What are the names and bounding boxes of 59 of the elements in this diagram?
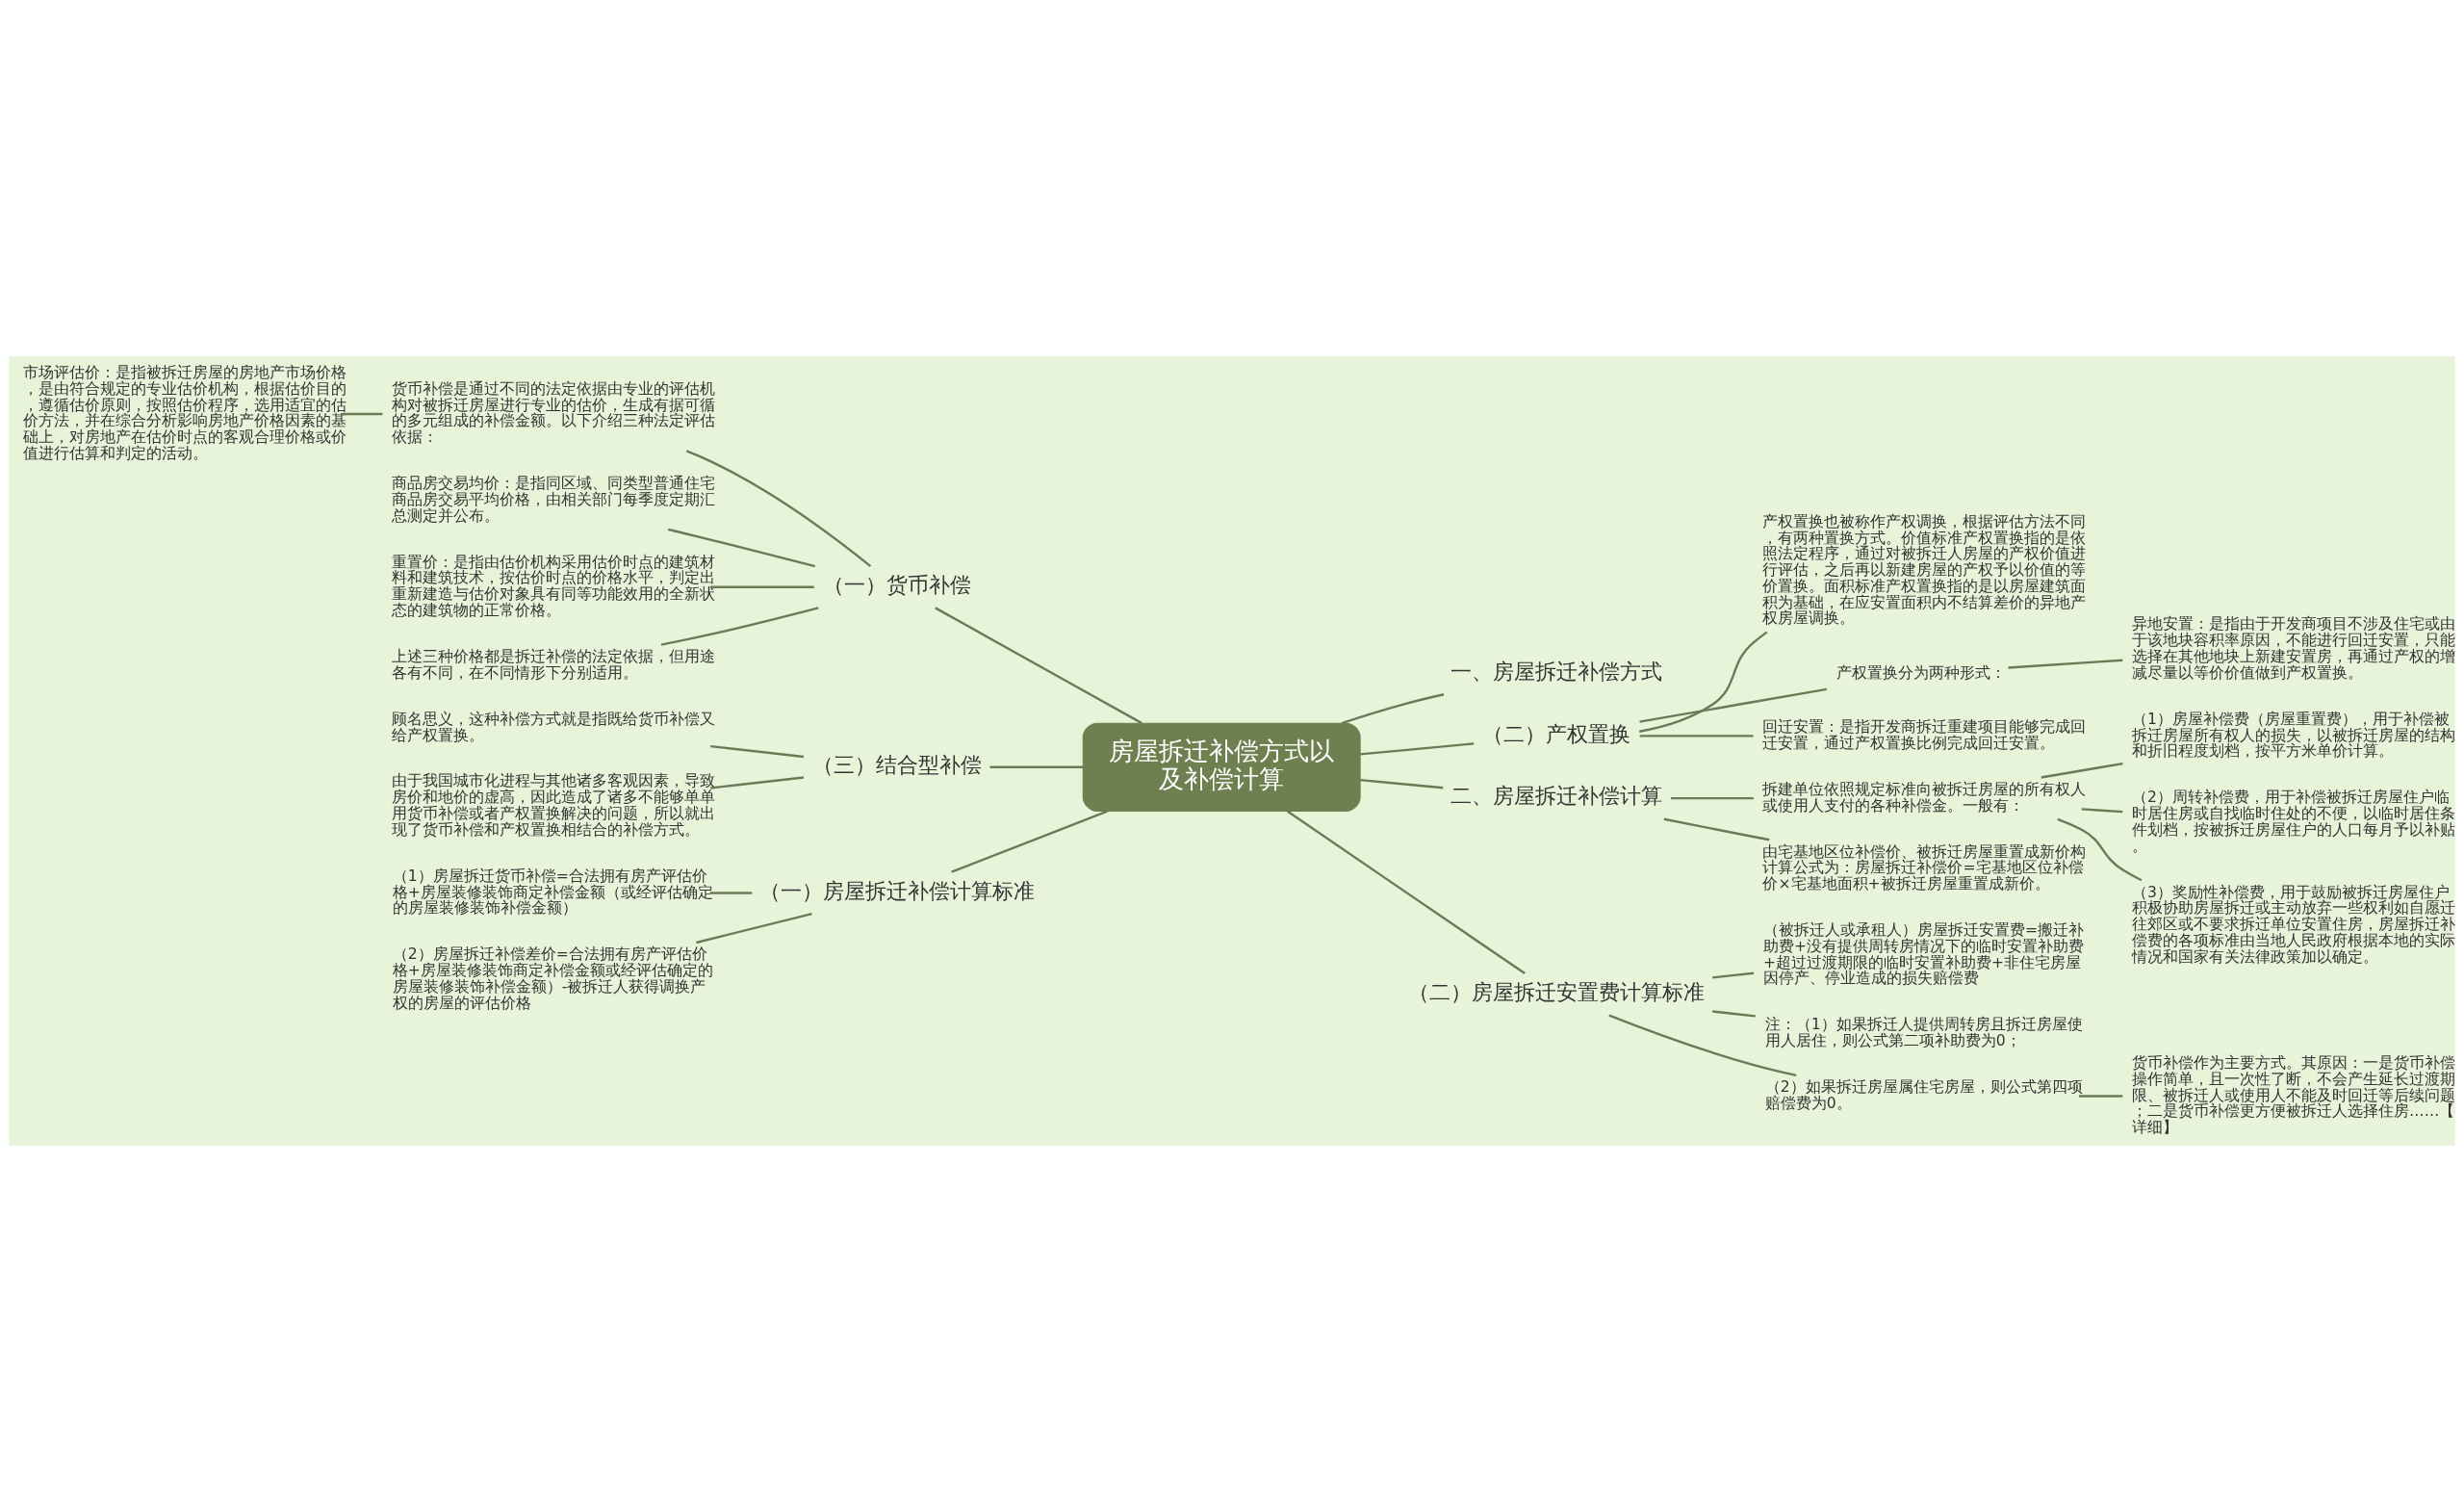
node-text: （一）货币补偿 [822, 572, 971, 597]
connector [660, 606, 819, 646]
connector [951, 809, 1109, 873]
node-text: 顾名思义，这种补偿方式就是指既给货币补偿又给产权置换。 [392, 710, 716, 743]
node-text: 一、房屋拆迁补偿方式 [1450, 659, 1663, 684]
node-text: （2）房屋拆迁补偿差价=合法拥有房产评估价格+房屋装修装饰商定补偿金额或经评估确定的房屋装修装饰补偿金额）-被拆迁人获得调换产权的房屋的评估价格 [392, 945, 713, 1012]
connector [685, 449, 872, 567]
node-text: （二）产权置换 [1482, 721, 1631, 746]
node-text: 注：（1）如果拆迁人提供周转房且拆迁房屋使用人居住，则公式第二项补助费为0； [1764, 1015, 2083, 1049]
connector [709, 891, 753, 894]
connector [1670, 796, 1754, 799]
connector [667, 528, 816, 567]
connector [1639, 687, 1828, 723]
connector [1359, 778, 1444, 789]
node-text: 二、房屋拆迁补偿计算 [1450, 783, 1663, 808]
connector [1639, 631, 1768, 733]
node-text: 回迁安置：是指开发商拆迁重建项目能够完成回迁安置，通过产权置换比例完成回迁安置。 [1762, 717, 2087, 752]
connector [2008, 659, 2123, 669]
connector [2078, 1094, 2123, 1098]
connector [1712, 1009, 1756, 1018]
node-text: （被拆迁人或承租人）房屋拆迁安置费=搬迁补助费+没有提供周转房情况下的临时安置补助费+超过过渡期限的临时安置补助费+非住宅房屋因停产、停业造成的损失赔偿费 [1763, 920, 2085, 987]
node-text: 拆建单位依照规定标准向被拆迁房屋的所有权人或使用人支付的各种补偿金。一般有： [1762, 780, 2087, 815]
node-text: 由于我国城市化进程与其他诸多客观因素，导致房价和地价的虚高，因此造成了诸多不能够单单用货币补偿或者产权置换解决的问题，所以就出现了货币补偿和产权置换相结合的补偿方式。 [392, 771, 716, 839]
node-text: 由宅基地区位补偿价、被拆迁房屋重置成新价构计算公式为：房屋拆迁补偿价=宅基地区位补偿价×宅基地面积+被拆迁房屋重置成新价。 [1762, 842, 2087, 893]
node-text: （3）奖励性补偿费，用于鼓励被拆迁房屋住户积极协助房屋拆迁或主动放弃一些权利如自愿迁往郊区或不要求拆迁单位安置住房，房屋拆迁补偿费的各项标准由当地人民政府根据本地的实际情况和国家有关法律政策加以确定。 [2132, 883, 2456, 966]
connector [935, 606, 1142, 724]
node-box: 房屋拆迁补偿方式以及补偿计算 [1082, 722, 1361, 812]
node-text: 上述三种价格都是拆迁补偿的法定依据，但用途各有不同，在不同情形下分别适用。 [392, 647, 716, 682]
connector [1608, 1014, 1797, 1076]
node-text: 商品房交易均价：是指同区域、同类型普通住宅商品房交易平均价格，由相关部门每季度定期汇总测定并公布。 [392, 474, 716, 525]
connector [1663, 817, 1770, 841]
connector [1712, 971, 1755, 979]
node-text: （2）如果拆迁房屋属住宅房屋，则公式第四项赔偿费为0。 [1764, 1077, 2083, 1112]
node-text: 货币补偿是通过不同的法定依据由专业的评估机构对被拆迁房屋进行专业的估价，生成有据可循的多元组成的补偿金额。以下介绍三种法定评估依据： [392, 379, 716, 446]
node-text: （二）房屋拆迁安置费计算标准 [1408, 979, 1706, 1004]
connector [1286, 810, 1526, 974]
node-text: 市场评估价：是指被拆迁房屋的房地产市场价格，是由符合规定的专业估价机构，根据估价目的，遵循估价原则，按照估价程序，选用适宜的估价方法，并在综合分析影响房地产价格因素的基础上，对房地产在估价时点的客观合理价格或价值进行估算和判定的活动。 [22, 363, 346, 462]
node-text: （三）结合型补偿 [811, 752, 982, 777]
connector [710, 744, 805, 758]
connector [1639, 734, 1754, 738]
connector [2081, 807, 2123, 813]
node-text: （1）房屋补偿费（房屋重置费），用于补偿被拆迁房屋所有权人的损失，以被拆迁房屋的结构和折旧程度划档，按平方米单价计算。 [2132, 710, 2456, 760]
node-text: 异地安置：是指由于开发商项目不涉及住宅或由于该地块容积率原因，不能进行回迁安置，只能选择在其他地块上新建安置房，再通过产权的增减尽量以等价价值做到产权置换。 [2132, 614, 2456, 682]
connector [1359, 741, 1475, 756]
node-text: （1）房屋拆迁货币补偿=合法拥有房产评估价格+房屋装修装饰商定补偿金额（或经评估确定的房屋装修装饰补偿金额） [392, 867, 713, 917]
node-text: 重置价：是指由估价机构采用估价时点的建筑材料和建筑技术，按估价时点的价格水平，判定出重新建造与估价对象具有同等功能效用的全新状态的建筑物的正常价格。 [392, 553, 716, 619]
connector [2040, 762, 2123, 779]
connector [710, 585, 814, 588]
connector [989, 765, 1084, 768]
connector [696, 912, 812, 944]
node-text: （一）房屋拆迁补偿计算标准 [758, 878, 1035, 903]
node-text: 产权置换也被称作产权调换，根据评估方法不同，有两种置换方式。价值标准产权置换指的是依照法定程序，通过对被拆迁人房屋的产权价值进行评估，之后再以新建房屋的产权予以价值的等价置换。面积标准产权置换指的是以房屋建筑面积为基础，在应安置面积内不结算差价的异地产权房屋调换。 [1762, 512, 2087, 627]
connector [341, 412, 383, 415]
node-text: 产权置换分为两种形式： [1835, 663, 2006, 682]
connector [2057, 817, 2143, 881]
connector [710, 775, 805, 789]
connector [1341, 692, 1445, 724]
node-text: （2）周转补偿费，用于补偿被拆迁房屋住户临时居住房或自找临时住处的不便，以临时居住条件划档，按被拆迁房屋住户的人口每月予以补贴。 [2132, 788, 2456, 855]
node-text: 货币补偿作为主要方式。其原因：一是货币补偿操作简单，且一次性了断，不会产生延长过渡期限、被拆迁人或使用人不能及时回迁等后续问题；二是货币补偿更方便被拆迁人选择住房……【详细】 [2132, 1053, 2456, 1136]
